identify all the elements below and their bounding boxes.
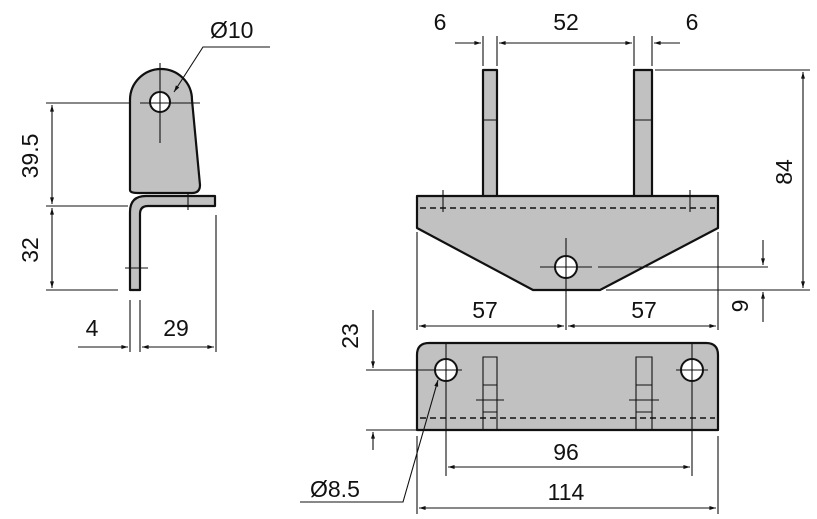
side-lug [128,67,202,195]
front-post-left [481,68,499,202]
side-angle [128,194,217,292]
dim-post-spacing: 52 [553,9,579,35]
dim-hole-spacing: 96 [553,439,579,465]
front-view: 6 52 6 84 9 57 57 [415,9,810,330]
dim-half-width-right: 57 [631,297,657,323]
dim-side-height-lower: 32 [17,237,43,263]
dim-total-width: 114 [548,479,585,505]
dim-half-width-left: 57 [472,297,498,323]
dim-side-thickness: 4 [86,315,99,341]
dim-top-hole-dia: Ø8.5 [310,476,360,502]
top-view: 23 96 114 Ø8.5 [300,310,720,514]
top-plate [415,341,720,432]
side-view: Ø10 39.5 32 4 29 [17,17,270,352]
dim-total-height: 84 [771,159,797,185]
dim-hole-offset: 9 [727,300,753,313]
front-post-right [632,68,654,202]
dim-top-depth: 23 [337,323,363,349]
dim-post-right-width: 6 [686,9,699,35]
dim-side-height-upper: 39.5 [17,134,43,179]
dim-side-flange-width: 29 [163,315,189,341]
dim-side-hole-dia: Ø10 [210,17,253,43]
dim-post-left-width: 6 [434,9,447,35]
